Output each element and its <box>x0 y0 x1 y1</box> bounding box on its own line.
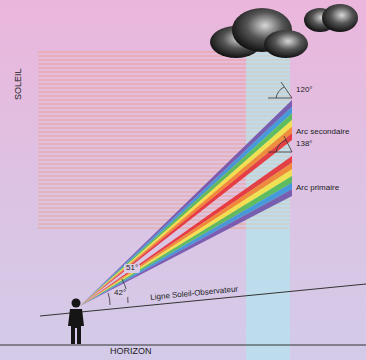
clouds <box>210 4 358 58</box>
horizon-label: HORIZON <box>110 347 152 357</box>
ground-lines <box>0 284 366 345</box>
angle-label: 42° <box>112 289 128 298</box>
rain-lines <box>38 52 246 228</box>
sun-label: SOLEIL <box>14 68 24 100</box>
angle-label: 51° <box>124 264 140 273</box>
arc-label: Arc secondaire <box>296 128 349 137</box>
observer-figure <box>68 299 84 345</box>
line-label: Ligne Soleil-Observateur <box>150 285 238 302</box>
angle-label: 120° <box>296 86 313 95</box>
arc-label: Arc primaire <box>296 184 339 193</box>
rainbow-rays <box>80 100 292 306</box>
angle-label: 138° <box>296 140 313 149</box>
angle-marks <box>108 82 292 305</box>
